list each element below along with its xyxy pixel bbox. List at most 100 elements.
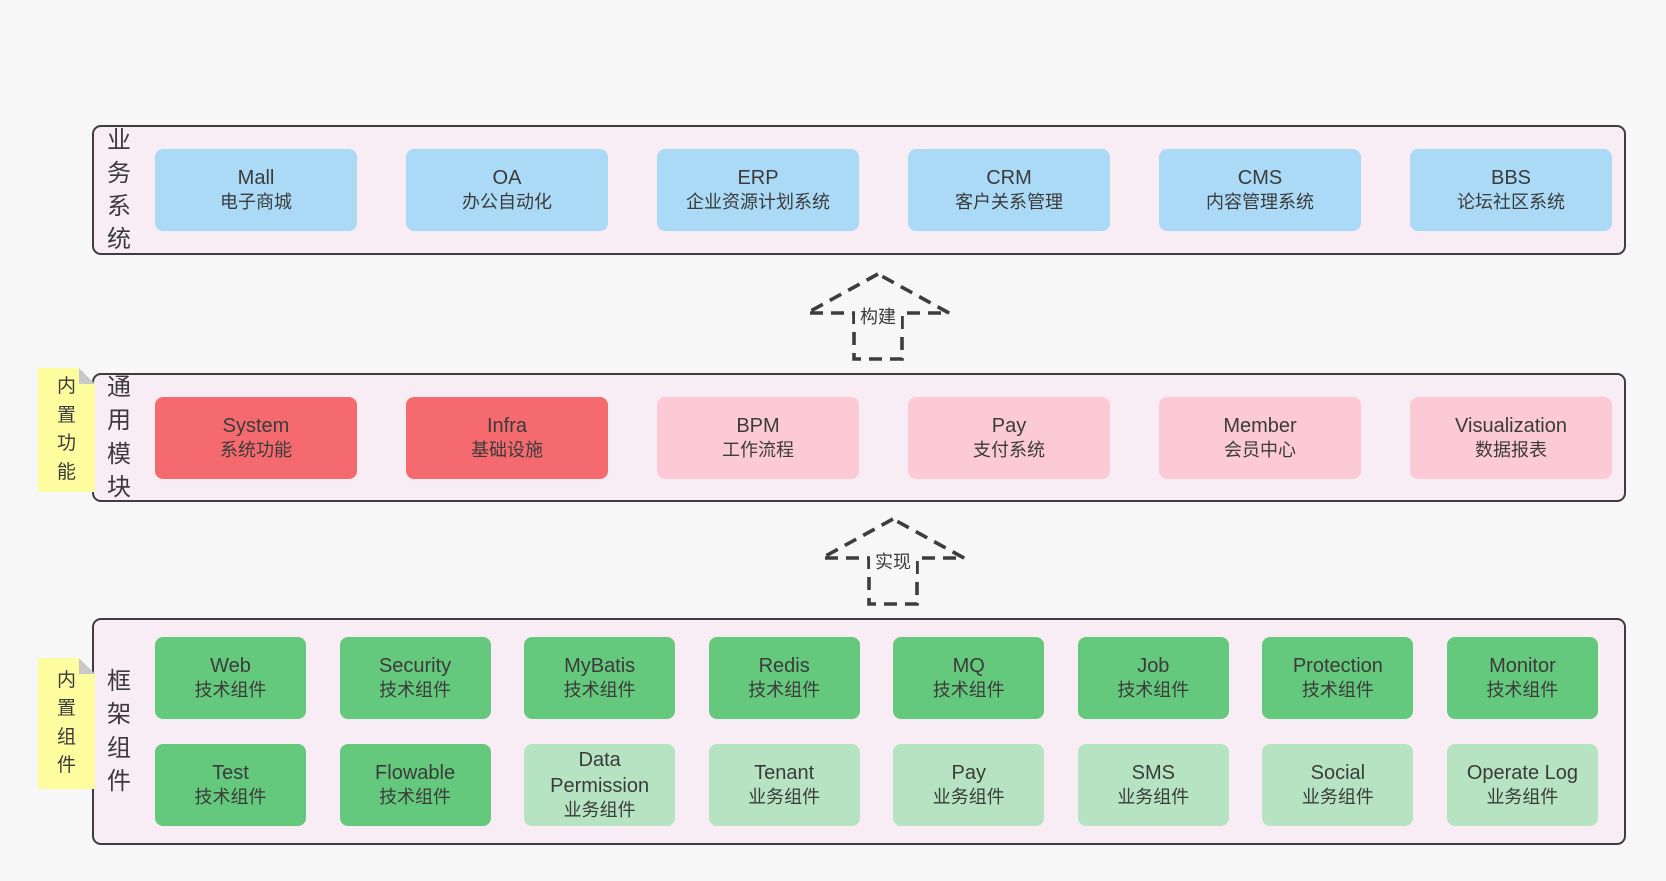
box-subtitle: 技术组件 [1301, 680, 1374, 701]
box-subtitle: 业务组件 [563, 800, 636, 821]
arrow-implement: 实现 [818, 516, 968, 608]
box-name: BBS [1490, 167, 1532, 190]
box-name: MyBatis [564, 655, 636, 678]
box-subtitle: 电子商城 [220, 192, 292, 213]
box-name: Protection [1292, 655, 1383, 678]
box-name: Operate Log [1466, 762, 1579, 785]
box-subtitle: 业务组件 [1301, 787, 1374, 808]
box-name: Data Permission [550, 749, 650, 798]
box-subtitle: 内容管理系统 [1206, 192, 1314, 213]
box-name: Tenant [754, 762, 815, 785]
box-subtitle: 业务组件 [1486, 787, 1559, 808]
box-name: Member [1223, 414, 1297, 437]
box-subtitle: 系统功能 [220, 439, 292, 460]
layer-title-business-systems: 业务系统 [94, 127, 144, 253]
box-subtitle: 业务组件 [1117, 787, 1190, 808]
box-subtitle: 工作流程 [722, 439, 794, 460]
box-name: Pay [991, 414, 1027, 437]
box-name: Job [1137, 655, 1170, 678]
box-subtitle: 技术组件 [1486, 680, 1559, 701]
box-name: Redis [758, 655, 810, 678]
box-subtitle: 技术组件 [194, 680, 267, 701]
sticky-note-builtin-features: 内置功能 [38, 368, 95, 492]
sticky-note-text: 内置功能 [56, 376, 76, 483]
box-name: Visualization [1455, 414, 1567, 437]
box-subtitle: 技术组件 [194, 787, 267, 808]
box-subtitle: 技术组件 [1117, 680, 1190, 701]
layer-title-text: 通用模块 [107, 374, 131, 501]
box-name: Social [1310, 762, 1366, 785]
box-subtitle: 数据报表 [1475, 439, 1547, 460]
box-name: SMS [1131, 762, 1175, 785]
box-subtitle: 技术组件 [932, 680, 1005, 701]
box-name: MQ [952, 655, 985, 678]
box-name: ERP [737, 167, 779, 190]
box-subtitle: 客户关系管理 [955, 192, 1063, 213]
box-name: System [222, 414, 290, 437]
box-name: Web [210, 655, 251, 678]
box-subtitle: 技术组件 [563, 680, 636, 701]
box-subtitle: 支付系统 [973, 439, 1045, 460]
box-subtitle: 会员中心 [1224, 439, 1296, 460]
box-name: Mall [237, 167, 275, 190]
box-subtitle: 技术组件 [379, 787, 452, 808]
sticky-note-text: 内置组件 [56, 669, 76, 776]
box-subtitle: 基础设施 [471, 439, 543, 460]
box-name: CRM [986, 167, 1032, 190]
box-name: BPM [736, 414, 780, 437]
box-subtitle: 业务组件 [932, 787, 1005, 808]
box-name: Monitor [1489, 655, 1556, 678]
layer-title-text: 业务系统 [107, 126, 131, 254]
dashed-up-arrow-icon [821, 516, 965, 606]
arrow-build-label: 构建 [855, 302, 901, 330]
box-subtitle: 办公自动化 [462, 192, 552, 213]
dashed-up-arrow-icon [806, 271, 950, 361]
arrow-implement-label: 实现 [870, 547, 916, 575]
box-name: OA [492, 167, 522, 190]
box-name: Test [212, 762, 249, 785]
arrow-build: 构建 [803, 271, 953, 363]
box-subtitle: 企业资源计划系统 [686, 192, 830, 213]
box-subtitle: 技术组件 [748, 680, 821, 701]
sticky-note-builtin-components: 内置组件 [38, 658, 95, 789]
box-name: Security [378, 655, 452, 678]
layer-title-common-modules: 通用模块 [94, 374, 144, 500]
layer-title-text: 框架组件 [107, 668, 131, 795]
